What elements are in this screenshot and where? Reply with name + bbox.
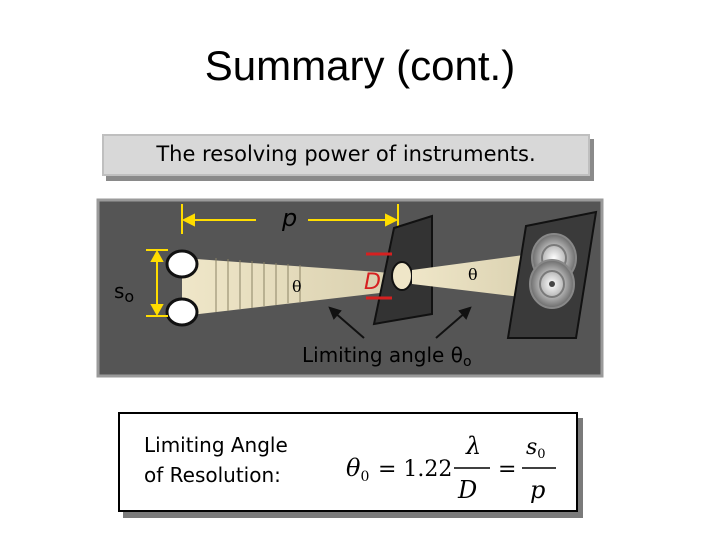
label-D: D xyxy=(364,270,381,295)
beam-rays xyxy=(215,258,301,312)
light-beam-right xyxy=(412,252,546,300)
diffraction-patterns xyxy=(529,233,577,309)
formula-p: p xyxy=(530,476,545,504)
formula-eq1: = 1.22 xyxy=(378,457,452,482)
formula-D: D xyxy=(457,476,477,504)
formula-lambda: λ xyxy=(465,432,481,460)
source-bottom xyxy=(165,297,199,327)
formula-s0: s0 xyxy=(526,435,546,462)
aperture-d-marker xyxy=(366,252,392,300)
formula-label: Limiting Angle of Resolution: xyxy=(144,430,288,490)
banner-text: The resolving power of instruments. xyxy=(156,142,536,166)
angle-pointers xyxy=(328,306,472,339)
limiting-angle-caption: Limiting angle θo xyxy=(302,343,472,370)
lens-opening xyxy=(391,261,413,291)
formula-label-line2: of Resolution: xyxy=(144,463,281,487)
label-p: p xyxy=(281,204,297,232)
formula-label-line1: Limiting Angle xyxy=(144,433,288,457)
formula-theta: θ0 xyxy=(346,454,369,485)
formula-box: Limiting Angle of Resolution: θ0 = 1.22 … xyxy=(118,412,578,512)
formula-eq2: = xyxy=(498,457,516,482)
label-theta-right: θ xyxy=(468,265,478,284)
slide-title: Summary (cont.) xyxy=(204,42,516,89)
resolution-formula: θ0 = 1.22 λ D = s0 p xyxy=(346,432,556,504)
label-theta-left: θ xyxy=(292,277,302,296)
topic-banner: The resolving power of instruments. xyxy=(102,134,590,176)
source-top xyxy=(165,249,199,279)
label-so: so xyxy=(114,279,134,306)
resolution-diagram: so p θ D θ Limiting angle θo xyxy=(96,198,604,378)
light-beam-left xyxy=(182,258,406,316)
so-bracket xyxy=(146,249,168,317)
